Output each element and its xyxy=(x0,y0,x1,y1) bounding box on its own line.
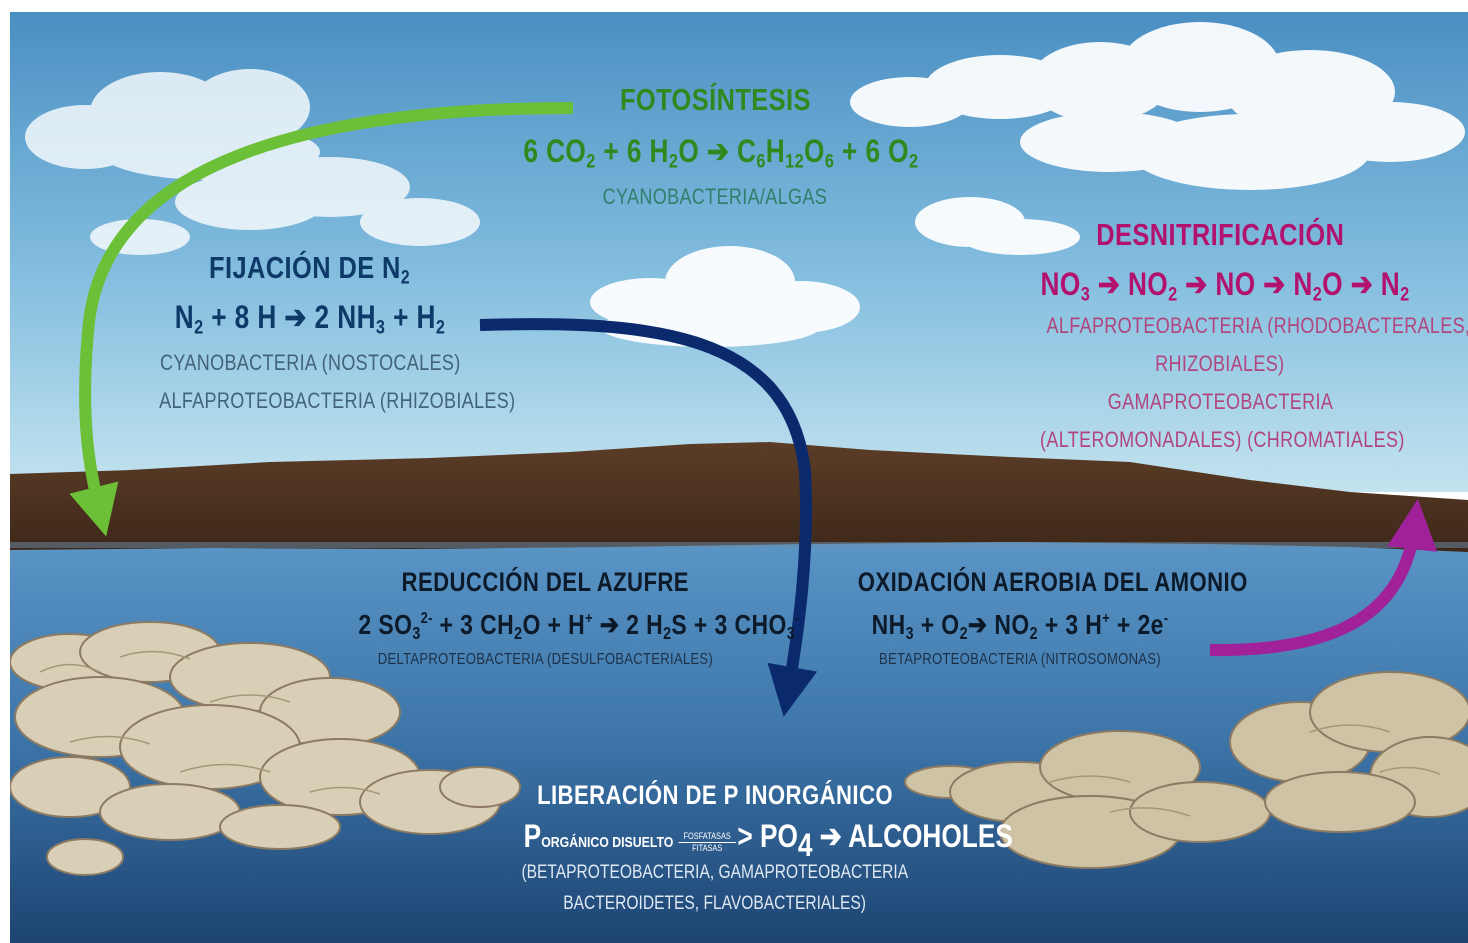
ammonium-oxidation-title: OXIDACIÓN AEROBIA DEL AMONIO xyxy=(857,567,1248,597)
denitrification-organisms-1: ALFAPROTEOBACTERIA (RHODOBACTERALES, xyxy=(1046,313,1468,338)
phosphorus-release-block: LIBERACIÓN DE P INORGÁNICO PORGÁNICO DIS… xyxy=(470,780,1013,919)
denitrification-organisms-3: GAMAPROTEOBACTERIA xyxy=(1107,389,1333,414)
shoreline xyxy=(10,542,1468,548)
ammonium-oxidation-organisms: BETAPROTEOBACTERIA (NITROSOMONAS) xyxy=(879,651,1161,668)
ammonium-oxidation-block: OXIDACIÓN AEROBIA DEL AMONIO NH3 + O2➔ N… xyxy=(815,567,1248,669)
sulfur-reduction-equation: 2 SO32- + 3 CH2O + H+ ➔ 2 H2S + 3 CHO3- xyxy=(358,609,800,643)
photosynthesis-title: FOTOSÍNTESIS xyxy=(619,82,811,117)
ammonium-oxidation-equation: NH3 + O2➔ NO2 + 3 H+ + 2e- xyxy=(871,609,1169,643)
cycle-diagram: FOTOSÍNTESIS 6 CO2 + 6 H2O ➔ C6H12O6 + 6… xyxy=(10,12,1468,943)
phosphorus-release-organisms-2: BACTEROIDETES, FLAVOBACTERIALES) xyxy=(563,893,867,914)
enzyme-bottom: FITASAS xyxy=(692,843,723,854)
nitrogen-fixation-equation: N2 + 8 H ➔ 2 NH3 + H2 xyxy=(174,299,446,339)
denitrification-title: DESNITRIFICACIÓN xyxy=(1095,217,1345,252)
arrow-photosynthesis-to-water xyxy=(69,102,574,537)
rocks xyxy=(10,621,1468,876)
denitrification-organisms-2: RHIZOBIALES) xyxy=(1155,351,1285,376)
denitrification-organisms-4: (ALTEROMONADALES) (CHROMATIALES) xyxy=(1040,427,1405,452)
scene-background xyxy=(10,12,1468,943)
phosphorus-release-equation: PORGÁNICO DISUELTO FOSFATASAS FITASAS > … xyxy=(523,818,1013,863)
enzyme-fraction: FOSFATASAS FITASAS xyxy=(678,831,736,854)
photosynthesis-block: FOTOSÍNTESIS 6 CO2 + 6 H2O ➔ C6H12O6 + 6… xyxy=(480,82,950,216)
nitrogen-fixation-organisms-1: CYANOBACTERIA (NOSTOCALES) xyxy=(159,350,461,375)
phosphorus-release-title: LIBERACIÓN DE P INORGÁNICO xyxy=(537,780,893,810)
arrow-fixation-to-sediment xyxy=(479,318,818,717)
phosphorus-release-organisms-1: (BETAPROTEOBACTERIA, GAMAPROTEOBACTERIA xyxy=(521,862,909,883)
enzyme-top: FOSFATASAS xyxy=(678,831,736,844)
nitrogen-fixation-organisms-2: ALFAPROTEOBACTERIA (RHIZOBIALES) xyxy=(159,388,516,413)
land-strip xyxy=(10,442,1468,552)
denitrification-equation: NO3 ➔ NO2 ➔ NO ➔ N2O ➔ N2 xyxy=(1040,266,1410,306)
photosynthesis-equation: 6 CO2 + 6 H2O ➔ C6H12O6 + 6 O2 xyxy=(523,133,919,173)
clouds xyxy=(25,22,1465,347)
arrow-oxidation-to-denitrification xyxy=(1209,498,1438,657)
nitrogen-fixation-block: FIJACIÓN DE N2 N2 + 8 H ➔ 2 NH3 + H2 CYA… xyxy=(120,250,515,420)
sulfur-reduction-title: REDUCCIÓN DEL AZUFRE xyxy=(401,567,689,597)
sulfur-reduction-organisms: DELTAPROTEOBACTERIA (DESULFOBACTERIALES) xyxy=(377,651,713,668)
denitrification-block: DESNITRIFICACIÓN NO3 ➔ NO2 ➔ NO ➔ N2O ➔ … xyxy=(1000,217,1468,459)
nitrogen-fixation-title: FIJACIÓN DE N2 xyxy=(209,250,411,289)
photosynthesis-organisms: CYANOBACTERIA/ALGAS xyxy=(602,184,828,209)
sulfur-reduction-block: REDUCCIÓN DEL AZUFRE 2 SO32- + 3 CH2O + … xyxy=(310,567,800,669)
